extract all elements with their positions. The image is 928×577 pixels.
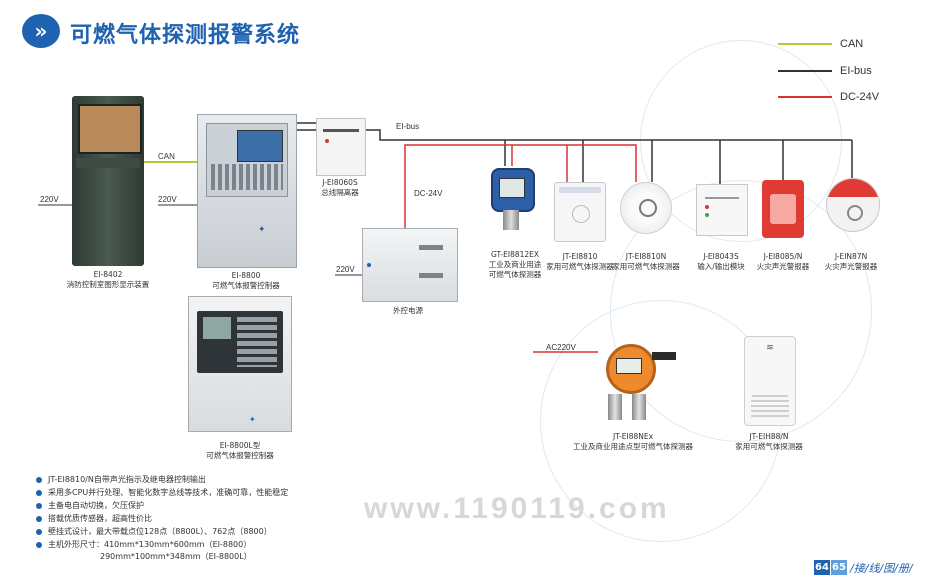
wire-label-ac220v: AC220V bbox=[546, 343, 576, 352]
brand-logo-icon: ✦ bbox=[258, 225, 266, 235]
watermark: www.1190119.com bbox=[364, 492, 670, 525]
strobe-lens bbox=[770, 194, 796, 224]
page-number: 64 bbox=[814, 560, 830, 575]
cable-gland bbox=[652, 352, 676, 360]
wire-label-220v: 220V bbox=[40, 195, 59, 204]
external-power-supply bbox=[362, 228, 458, 302]
bullet-icon bbox=[36, 476, 42, 483]
chevron-right-icon: » bbox=[22, 14, 60, 48]
eibus-main-wire bbox=[296, 129, 852, 141]
wire-label-dc24v: DC-24V bbox=[414, 189, 443, 198]
household-gas-detector-wall: ≋ bbox=[744, 336, 796, 426]
device-label: 外控电源 bbox=[393, 306, 423, 315]
sensor-head bbox=[632, 394, 646, 420]
sound-light-alarm-round bbox=[826, 178, 880, 232]
gas-alarm-controller-8800: ✦ bbox=[197, 114, 297, 268]
wire-label-eibus: EI-bus bbox=[396, 122, 420, 131]
household-gas-detector bbox=[554, 182, 606, 242]
feature-item: 290mm*100mm*348mm（EI-8800L） bbox=[100, 552, 252, 561]
strobe-lens bbox=[827, 179, 879, 197]
control-panel bbox=[197, 311, 283, 373]
io-module bbox=[696, 184, 748, 236]
control-panel bbox=[206, 123, 288, 197]
bus-isolator bbox=[316, 118, 366, 176]
industrial-gas-detector bbox=[487, 166, 535, 230]
keypad bbox=[237, 317, 277, 367]
keyboard-shelf bbox=[76, 158, 140, 168]
speaker-icon bbox=[847, 205, 863, 221]
indicator-light-icon bbox=[705, 213, 709, 217]
bullet-icon bbox=[36, 502, 42, 509]
feature-item: 搭载优质传感器，超高性价比 bbox=[36, 513, 152, 525]
feature-item: 采用多CPU并行处理、智能化数字总线等技术，准确可靠，性能稳定 bbox=[36, 487, 288, 499]
sensor-head bbox=[503, 210, 519, 230]
sensor-grille-icon bbox=[572, 205, 590, 223]
indicator-light-icon bbox=[325, 139, 329, 143]
section-title: /接/线/图/册/ bbox=[850, 562, 913, 575]
feature-item: 主机外形尺寸：410mm*130mm*600mm（EI-8800） bbox=[36, 539, 251, 551]
lcd-screen bbox=[203, 317, 231, 339]
background-circle bbox=[640, 40, 842, 242]
indicator-light-icon bbox=[705, 205, 709, 209]
sensor-grille-icon bbox=[639, 199, 657, 217]
dc24v-wire bbox=[404, 144, 637, 228]
lcd-screen bbox=[616, 358, 642, 374]
industrial-point-gas-detector bbox=[598, 338, 678, 424]
wire-label-220v: 220V bbox=[158, 195, 177, 204]
sensor-grille-icon bbox=[751, 395, 789, 419]
page-title: 可燃气体探测报警系统 bbox=[70, 23, 301, 48]
keypad bbox=[211, 164, 283, 190]
device-label: EI-8800L型可燃气体报警控制器 bbox=[206, 441, 274, 460]
feature-item: 壁挂式设计，最大带载点位128点（8800L）、762点（8800） bbox=[36, 526, 272, 538]
lcd-screen bbox=[237, 130, 283, 162]
bullet-icon bbox=[36, 528, 42, 535]
lcd-screen bbox=[499, 178, 525, 198]
gas-alarm-controller-8800l: ✦ bbox=[188, 296, 292, 432]
sound-light-alarm bbox=[762, 180, 804, 238]
brand-logo-icon: ✦ bbox=[249, 415, 256, 424]
display-screen bbox=[78, 104, 142, 154]
bullet-icon bbox=[36, 541, 42, 548]
indicator-light-icon bbox=[367, 263, 371, 267]
household-gas-detector-round bbox=[620, 182, 672, 234]
feature-item: 主备电自动切换，欠压保护 bbox=[36, 500, 144, 512]
bullet-icon bbox=[36, 489, 42, 496]
bullet-icon bbox=[36, 515, 42, 522]
wire-label-can: CAN bbox=[158, 152, 175, 161]
legend-can: CAN bbox=[840, 38, 864, 50]
sensor-head bbox=[608, 394, 622, 420]
page-number: 65 bbox=[831, 560, 847, 575]
wifi-icon: ≋ bbox=[766, 343, 774, 353]
graphic-display-unit bbox=[72, 96, 144, 266]
wire-label-220v: 220V bbox=[336, 265, 355, 274]
legend-eibus: EI-bus bbox=[840, 65, 872, 77]
legend-dc24v: DC-24V bbox=[840, 91, 880, 103]
feature-item: JT-EI8810/N自带声光指示及继电器控制输出 bbox=[36, 474, 206, 486]
